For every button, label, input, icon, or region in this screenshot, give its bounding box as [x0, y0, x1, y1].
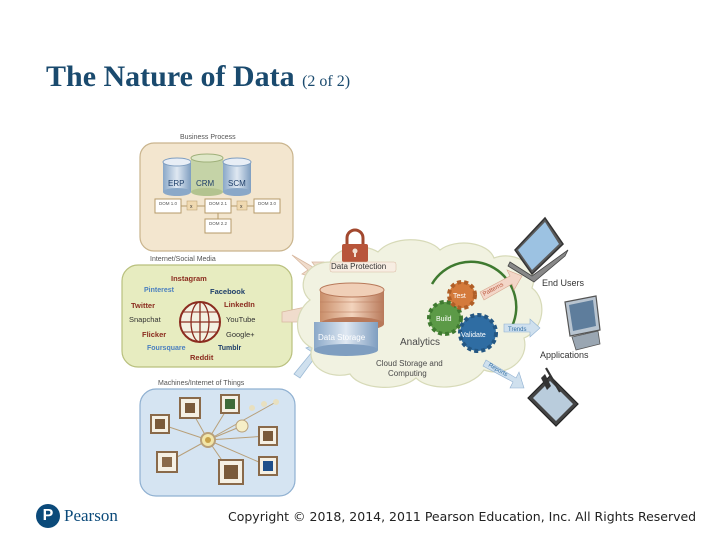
laptop-icon — [507, 216, 569, 283]
data-protection-label: Data Protection — [331, 262, 386, 271]
pearson-logo-mark: P — [36, 504, 60, 528]
applications-label: Applications — [540, 350, 589, 360]
dom-box-2: DOM 2.1 — [209, 201, 228, 206]
gear-validate-label: Validate — [461, 332, 486, 339]
cloud-label-2: Computing — [388, 369, 427, 378]
gear-test-label: Test — [453, 293, 466, 300]
arrow-mark-1: x — [190, 204, 193, 210]
social-pinterest: Pinterest — [144, 287, 175, 294]
dom-box-3: DOM 3.0 — [258, 201, 277, 206]
social-foursquare: Foursquare — [147, 345, 186, 352]
dom-box-4: DOM 2.2 — [209, 221, 228, 226]
social-snapchat: Snapchat — [129, 315, 162, 324]
social-reddit: Reddit — [190, 353, 214, 362]
arrow-trends-label: Trends — [508, 327, 526, 333]
social-instagram: Instagram — [171, 274, 207, 283]
tablet-icon — [527, 367, 579, 427]
social-media-label: Internet/Social Media — [150, 256, 216, 263]
database-icon — [162, 153, 252, 196]
copyright-notice: Copyright © 2018, 2014, 2011 Pearson Edu… — [228, 509, 697, 524]
business-process-label: Business Process — [180, 134, 236, 141]
data-nature-diagram: Business Process ERP CRM SCM DOM 1.0 DOM… — [121, 134, 601, 497]
social-flicker: Flicker — [142, 330, 166, 339]
title-main: The Nature of Data — [46, 60, 295, 93]
business-process-panel: Business Process ERP CRM SCM DOM 1.0 DOM… — [139, 134, 294, 252]
social-youtube: YouTube — [226, 315, 255, 324]
crm-label: CRM — [196, 179, 215, 188]
pearson-logo: P Pearson — [36, 504, 118, 528]
pearson-logo-word: Pearson — [64, 506, 118, 525]
arrow-mark-2: x — [240, 204, 243, 210]
erp-label: ERP — [168, 179, 184, 188]
machines-label: Machines/Internet of Things — [158, 380, 245, 387]
scm-label: SCM — [228, 179, 246, 188]
social-media-panel: Internet/Social Media Instagram Pinteres… — [121, 256, 293, 368]
dom-box-1: DOM 1.0 — [159, 201, 178, 206]
padlock-icon — [342, 228, 368, 262]
data-storage-label: Data Storage — [318, 333, 366, 342]
social-linkedin: LinkedIn — [224, 300, 255, 309]
cloud-label-1: Cloud Storage and — [376, 359, 443, 368]
social-twitter: Twitter — [131, 301, 155, 310]
gear-icon — [427, 260, 518, 353]
end-users-label: End Users — [542, 278, 585, 288]
desktop-icon — [564, 295, 601, 351]
chip-icon — [150, 394, 278, 485]
title-suffix: (2 of 2) — [302, 73, 351, 90]
slide-title: The Nature of Data (2 of 2) — [46, 60, 350, 94]
machines-panel: Machines/Internet of Things — [139, 380, 296, 497]
analytics-label: Analytics — [400, 337, 440, 348]
globe-icon — [179, 301, 221, 343]
social-tumblr: Tumblr — [218, 345, 241, 352]
gear-build-label: Build — [436, 316, 452, 323]
database-icon — [314, 282, 385, 356]
social-googleplus: Google+ — [226, 330, 255, 339]
social-facebook: Facebook — [210, 287, 246, 296]
